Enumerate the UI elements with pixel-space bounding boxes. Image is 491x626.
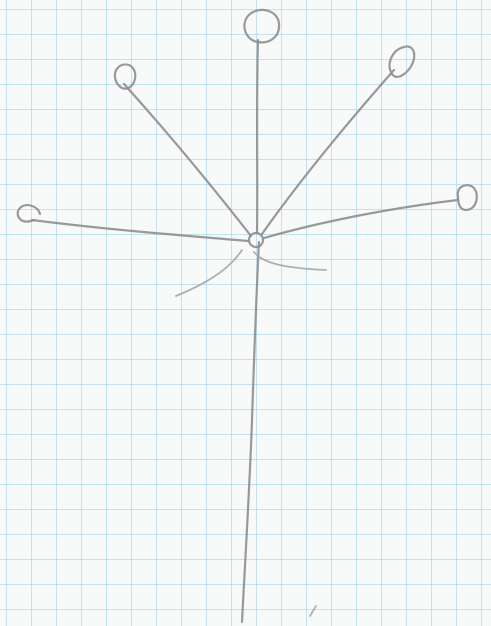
lower-left-tendril (176, 250, 242, 296)
bottom-mark (310, 606, 316, 616)
bulb-top (244, 10, 279, 42)
spoke-left (32, 220, 248, 241)
stem (242, 242, 259, 622)
bulb-right (458, 185, 477, 210)
spoke-upper-left (124, 84, 251, 236)
spoke-right (264, 200, 458, 238)
lower-right-tendril (254, 252, 326, 270)
spoke-top (257, 40, 258, 233)
spoke-upper-right (262, 70, 394, 234)
bulb-left (18, 205, 40, 222)
